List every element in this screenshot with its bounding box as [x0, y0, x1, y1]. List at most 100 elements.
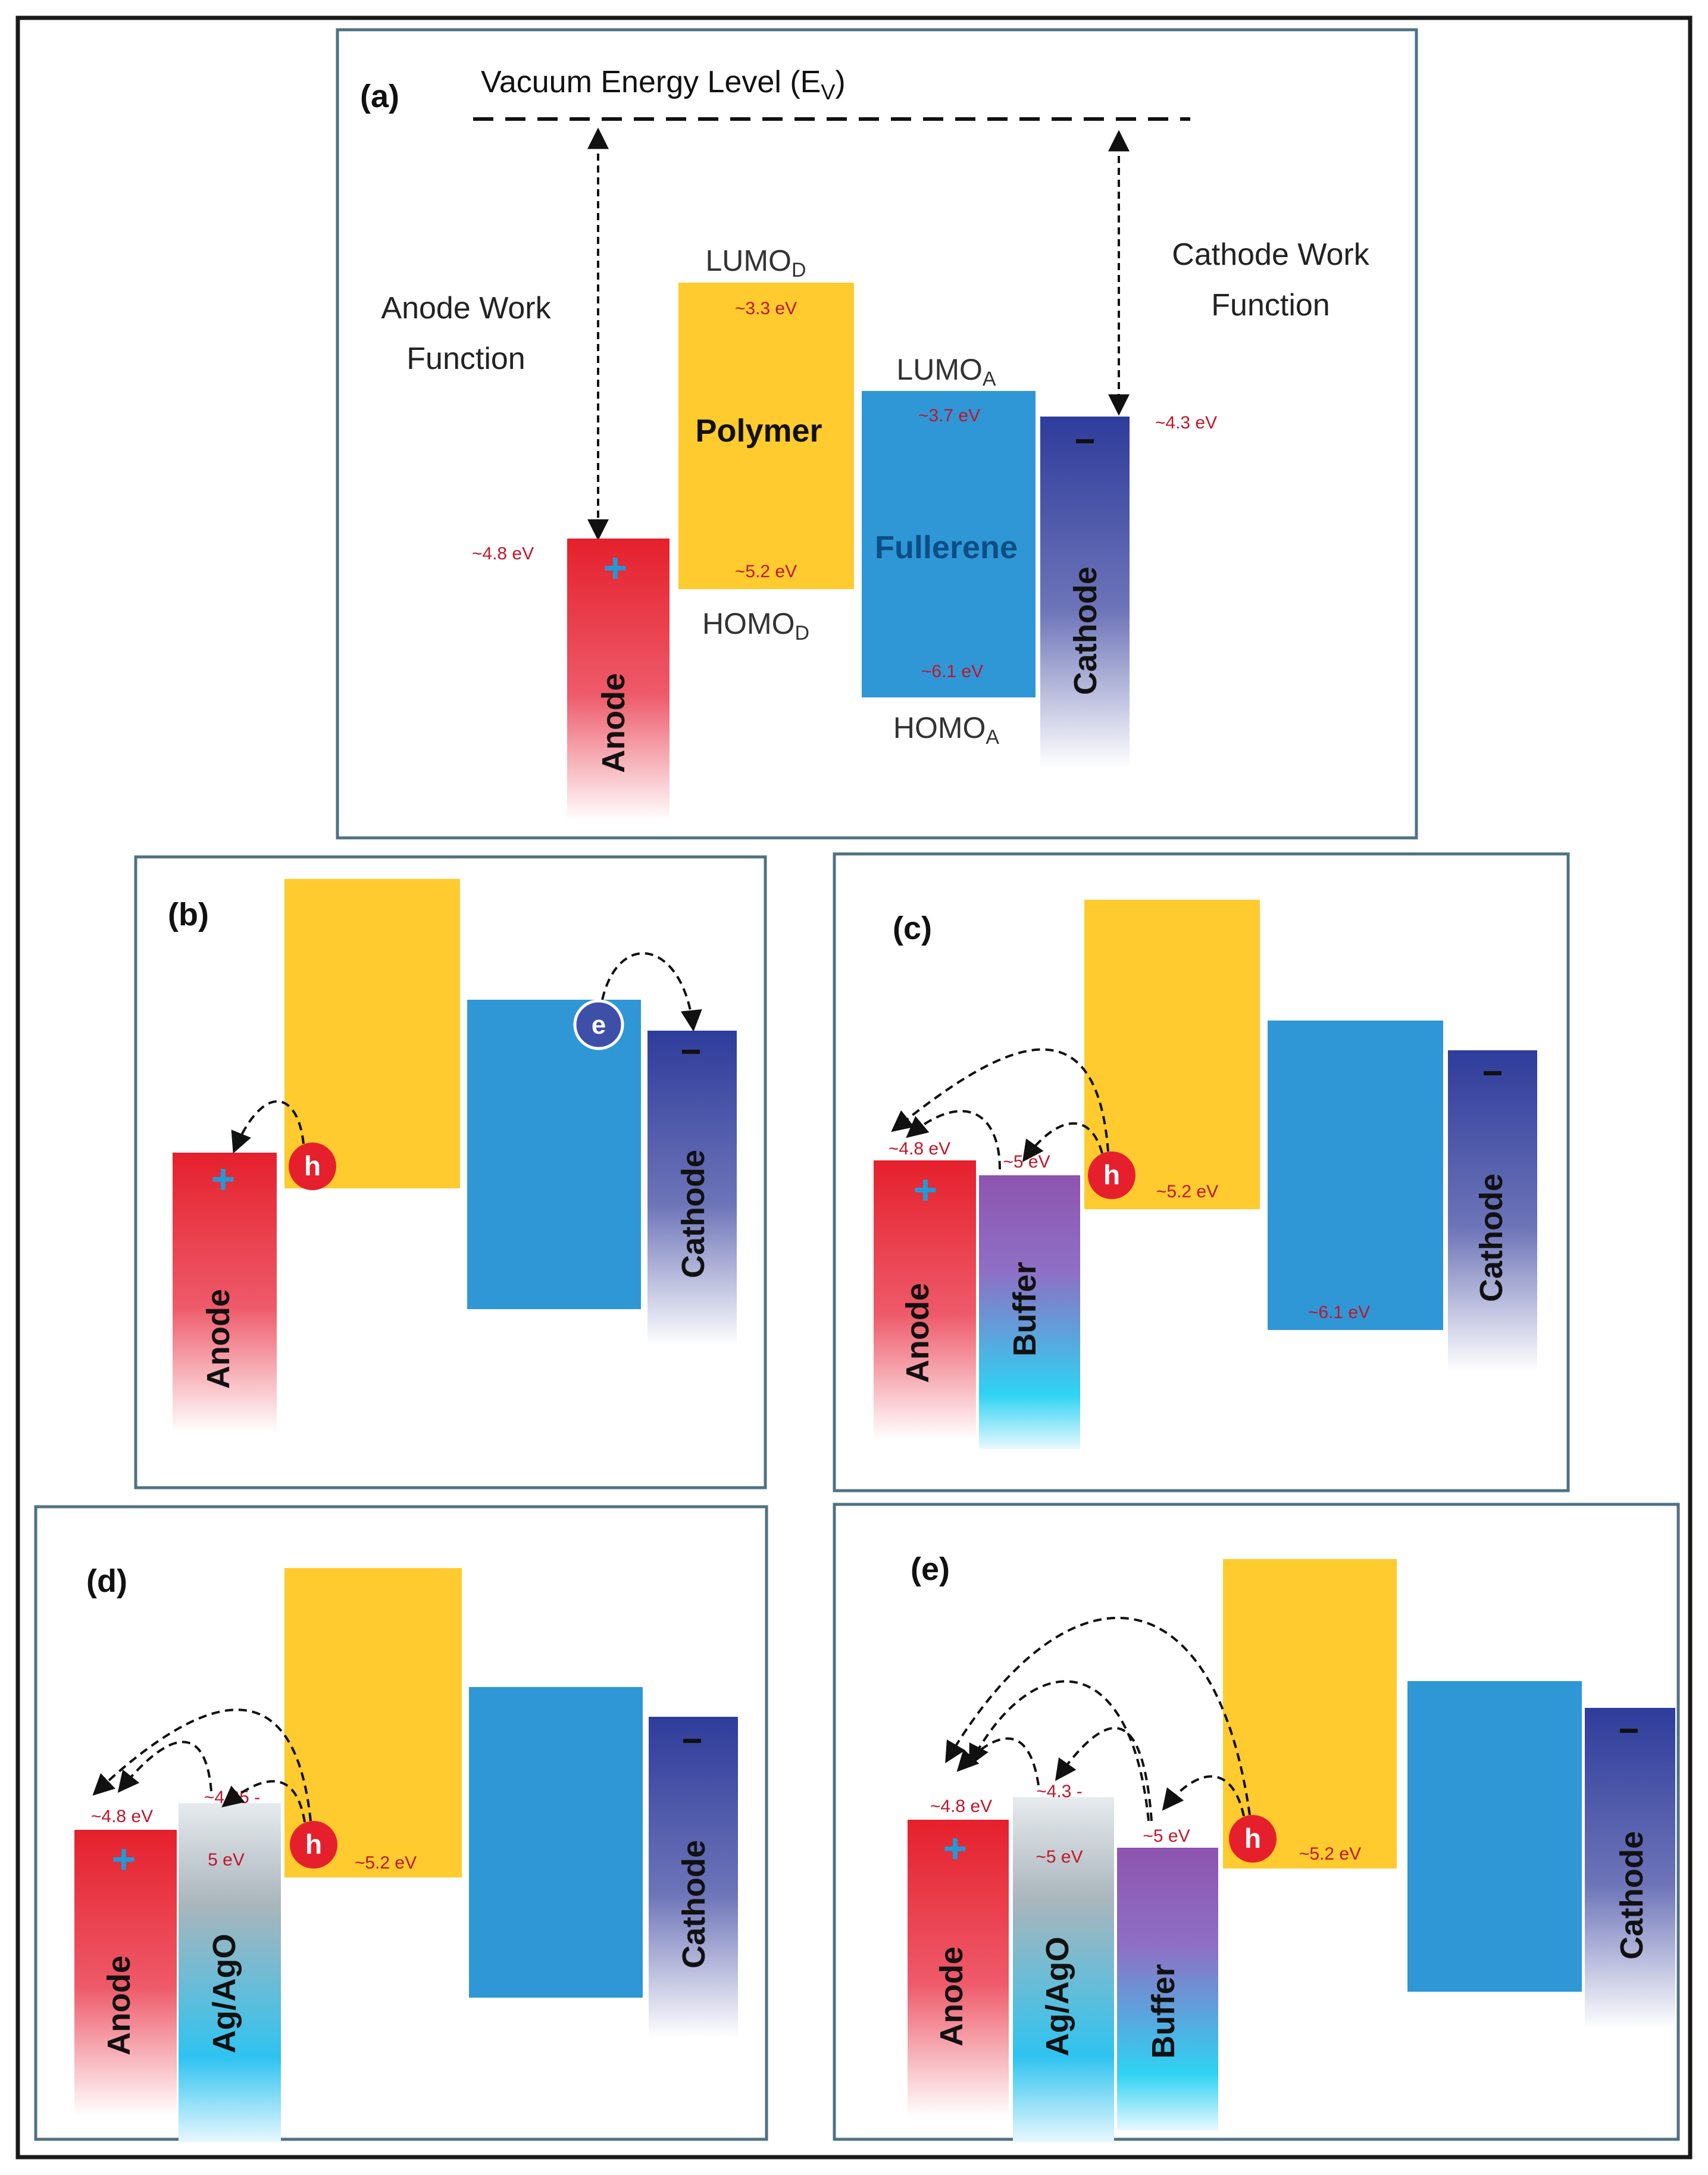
ag-ago-energy-bottom: 5 eV — [208, 1850, 245, 1870]
hole-icon — [289, 1143, 336, 1190]
hole-to-buffer-arrow — [1162, 1775, 1245, 1817]
fullerene-bar — [862, 391, 1036, 697]
ag-to-anode-arrow — [117, 1741, 212, 1793]
hole-to-buffer-arrow — [1022, 1122, 1103, 1162]
polymer-bar — [284, 879, 460, 1188]
hole-icon — [1229, 1815, 1277, 1863]
anode-plus-icon: + — [211, 1156, 236, 1202]
electron-transfer-arrow — [601, 952, 702, 1032]
electron-icon — [573, 999, 624, 1050]
anode-plus-icon: + — [914, 1166, 938, 1213]
fullerene-bar — [469, 1687, 643, 1998]
cathode-label: Cathode — [1068, 567, 1103, 695]
cathode-label: Cathode — [1614, 1831, 1650, 1960]
anode-energy: ~4.8 eV — [889, 1139, 950, 1159]
cathode-bar — [1585, 1708, 1675, 2029]
lumo-d-energy: ~3.3 eV — [735, 299, 797, 318]
panel-b-label: (b) — [168, 897, 209, 932]
hole-transfer-arrow — [231, 1100, 305, 1154]
fullerene-bar — [467, 1000, 641, 1309]
panel-a-frame — [336, 28, 1418, 840]
anode-plus-icon: + — [112, 1836, 136, 1882]
hole-to-anode-arrow — [891, 1048, 1109, 1152]
cathode-work-function-line2: Function — [1211, 288, 1330, 323]
lumo-d-label: LUMOD — [705, 244, 806, 281]
outer-frame — [15, 15, 1693, 2160]
cathode-label: Cathode — [675, 1150, 711, 1278]
ag-ago-energy-top: ~4.3 - — [1036, 1782, 1083, 1801]
buffer-label: Buffer — [1007, 1262, 1043, 1357]
ag-ago-bar — [1013, 1797, 1114, 2142]
anode-energy: ~4.8 eV — [91, 1807, 153, 1826]
homo-a-energy: ~6.1 eV — [1308, 1303, 1370, 1322]
panel-c-label: (c) — [893, 910, 932, 946]
panel-c: (c) ~5.2 eV ~6.1 eV Cathode + Anode ~4.8… — [833, 852, 1570, 1492]
buffer-to-anode-arrow — [906, 1110, 1001, 1170]
homo-d-energy: ~5.2 eV — [355, 1853, 417, 1873]
hole-label: h — [304, 1150, 321, 1181]
anode-label: Anode — [900, 1283, 936, 1383]
cathode-bar — [1448, 1050, 1537, 1372]
homo-a-energy: ~6.1 eV — [921, 662, 983, 681]
electron-label: e — [592, 1010, 606, 1040]
anode-work-function-line2: Function — [406, 342, 525, 376]
cathode-label: Cathode — [676, 1840, 712, 1969]
homo-d-energy: ~5.2 eV — [1156, 1182, 1218, 1201]
hole-icon — [290, 1821, 337, 1869]
panel-a-label: (a) — [360, 79, 399, 114]
buffer-to-ag-arrow — [1055, 1727, 1153, 1822]
homo-d-energy: ~5.2 eV — [1299, 1844, 1361, 1864]
cathode-minus-icon — [1076, 439, 1094, 443]
panel-a: (a) Vacuum Energy Level (EV) Anode Work … — [336, 28, 1418, 840]
cathode-bar — [1040, 417, 1130, 768]
cathode-label: Cathode — [1474, 1173, 1509, 1302]
anode-bar — [567, 539, 670, 821]
anode-plus-icon: + — [943, 1825, 968, 1872]
ag-ago-label: Ag/AgO — [207, 1934, 242, 2054]
ag-ago-label: Ag/AgO — [1040, 1937, 1075, 2057]
polymer-bar — [678, 283, 854, 589]
polymer-label: Polymer — [695, 413, 822, 449]
anode-energy: ~4.8 eV — [472, 544, 534, 564]
ag-ago-energy-bottom: ~5 eV — [1036, 1847, 1083, 1867]
cathode-minus-icon — [1620, 1729, 1638, 1733]
panel-e: (e) ~5.2 eV Cathode + Anode ~4.8 eV Ag/A… — [833, 1503, 1680, 2142]
hole-label: h — [1244, 1823, 1261, 1854]
lumo-a-label: LUMOA — [896, 353, 996, 390]
ag-to-anode-arrow — [956, 1737, 1040, 1786]
fullerene-bar — [1407, 1681, 1582, 1992]
cathode-energy: ~4.3 eV — [1155, 413, 1217, 433]
anode-plus-icon: + — [603, 544, 628, 591]
hole-label: h — [305, 1829, 322, 1860]
buffer-bar — [1117, 1848, 1218, 2130]
cathode-work-function-line1: Cathode Work — [1172, 237, 1369, 272]
hole-to-anode-arrow — [92, 1708, 312, 1822]
anode-label: Anode — [101, 1955, 137, 2055]
hole-to-ag-arrow — [221, 1780, 306, 1823]
ag-ago-bar — [179, 1803, 281, 2142]
buffer-bar — [979, 1175, 1080, 1449]
hole-icon — [1088, 1151, 1135, 1199]
anode-work-function-line1: Anode Work — [381, 291, 551, 326]
cathode-bar — [649, 1717, 738, 2038]
lumo-a-energy: ~3.7 eV — [918, 406, 980, 425]
cathode-minus-icon — [1484, 1071, 1501, 1075]
fullerene-label: Fullerene — [875, 530, 1018, 565]
anode-energy: ~4.8 eV — [930, 1797, 992, 1816]
anode-bar — [908, 1820, 1009, 2117]
anode-bar — [874, 1160, 976, 1440]
vacuum-level-label: Vacuum Energy Level (EV) — [481, 65, 846, 104]
fullerene-bar — [1268, 1021, 1443, 1330]
panel-e-label: (e) — [911, 1551, 950, 1587]
cathode-minus-icon — [683, 1739, 701, 1743]
hole-label: h — [1103, 1159, 1120, 1190]
homo-d-label: HOMOD — [702, 607, 809, 644]
anode-label: Anode — [201, 1289, 236, 1389]
homo-a-label: HOMOA — [893, 711, 1000, 749]
buffer-energy: ~5 eV — [1143, 1826, 1190, 1846]
cathode-minus-icon — [682, 1050, 700, 1054]
buffer-label: Buffer — [1146, 1964, 1181, 2059]
panel-d-label: (d) — [86, 1563, 127, 1599]
ag-ago-energy-top: ~4.85 - — [204, 1788, 260, 1807]
